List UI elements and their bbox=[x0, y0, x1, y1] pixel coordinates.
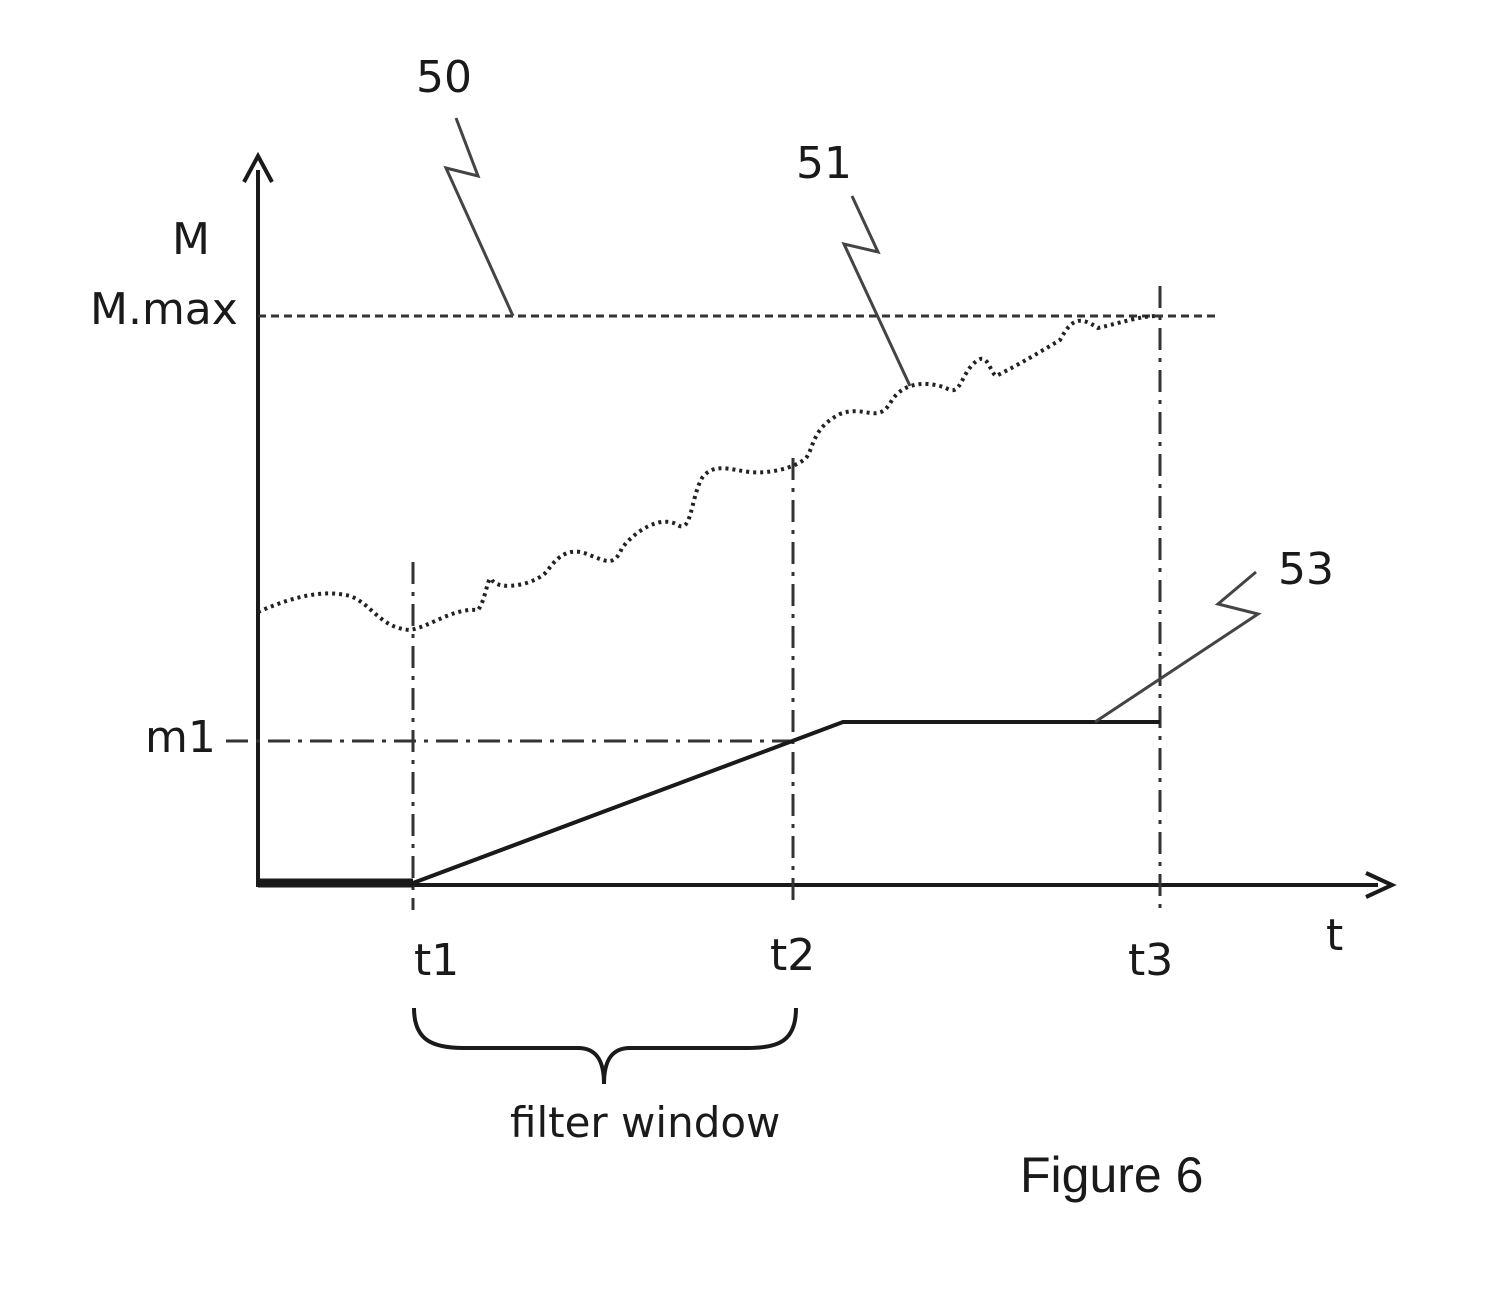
time-label-t3: t3 bbox=[1128, 935, 1173, 986]
y-axis-label: M bbox=[172, 214, 210, 265]
measured-curve bbox=[257, 314, 1159, 633]
level-label-max: M.max bbox=[90, 284, 238, 335]
leader-50 bbox=[443, 117, 515, 317]
figure-caption: Figure 6 bbox=[1020, 1147, 1203, 1203]
x-axis-label: t bbox=[1326, 910, 1343, 961]
x-axis-arrow-icon bbox=[1365, 871, 1397, 899]
ref-numeral-51: 51 bbox=[796, 138, 852, 189]
leader-53 bbox=[1094, 570, 1262, 724]
leader-51 bbox=[841, 195, 912, 387]
time-label-t2: t2 bbox=[770, 930, 815, 981]
level-label-m1: m1 bbox=[145, 712, 216, 763]
y-axis-arrow-icon bbox=[242, 151, 274, 183]
ref-numeral-53: 53 bbox=[1278, 544, 1334, 595]
filter-window-label: filter window bbox=[510, 1098, 780, 1147]
filter-window-brace bbox=[412, 1007, 798, 1085]
filtered-curve bbox=[258, 720, 1160, 885]
ref-numeral-50: 50 bbox=[416, 52, 472, 103]
time-label-t1: t1 bbox=[414, 935, 459, 986]
